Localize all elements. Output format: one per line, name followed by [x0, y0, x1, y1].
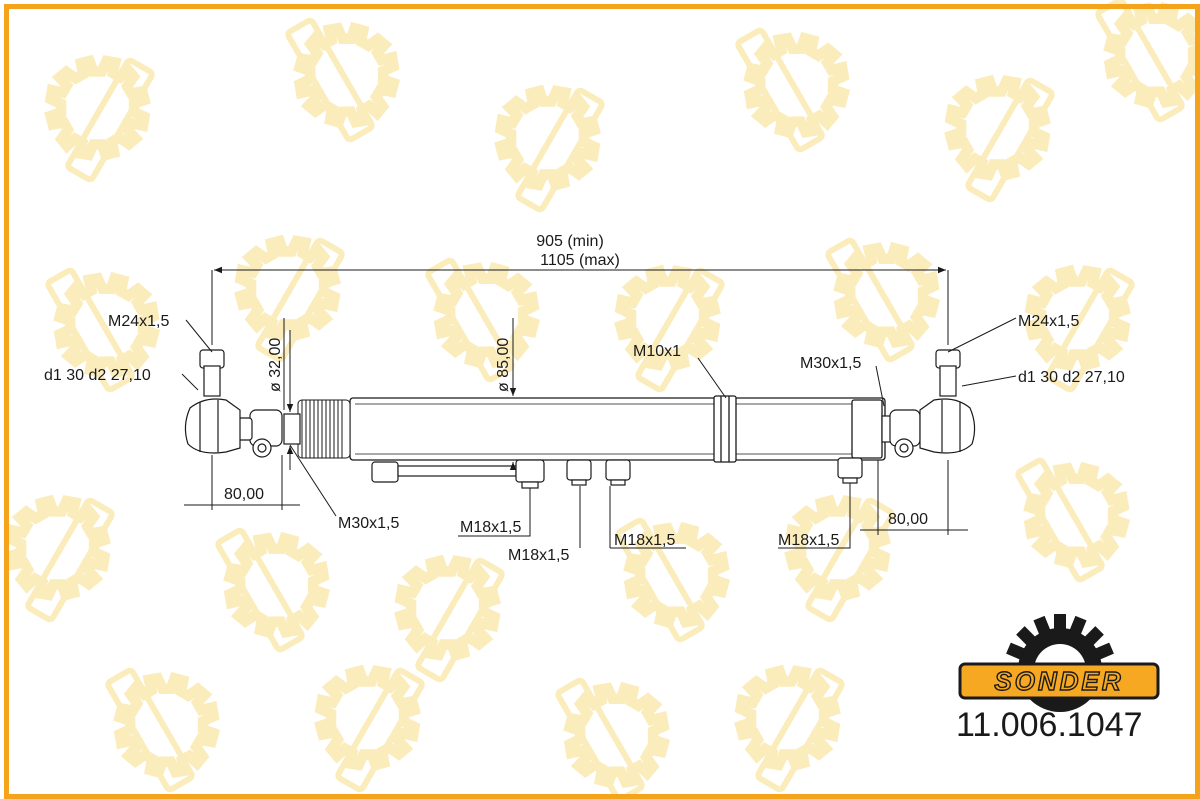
- port-2-label: M18x1,5: [508, 547, 569, 564]
- left-rod-clamp: [231, 409, 301, 458]
- cylinder-body: [349, 395, 886, 463]
- left-ball-joint: [184, 349, 241, 454]
- length-max-label: 1105 (max): [540, 252, 620, 269]
- offset-dimensions: [184, 455, 968, 535]
- thread-right-top-label: M24x1,5: [1018, 313, 1079, 330]
- thread-right-rod-label: M30x1,5: [800, 355, 861, 372]
- offset-left-label: 80,00: [224, 486, 264, 503]
- port-m10-label: M10x1: [633, 343, 681, 360]
- thread-left-rod-label: M30x1,5: [338, 515, 399, 532]
- leader-lines: [181, 317, 1017, 549]
- part-number: 11.006.1047: [956, 706, 1143, 744]
- port-1-label: M18x1,5: [460, 519, 521, 536]
- logo-text: SONDER: [994, 666, 1123, 696]
- hydraulic-ports: [371, 457, 863, 489]
- port-4-label: M18x1,5: [778, 532, 839, 549]
- ball-right-label: d1 30 d2 27,10: [1018, 369, 1125, 386]
- right-ball-joint: [919, 349, 976, 454]
- length-min-label: 905 (min): [536, 233, 604, 250]
- offset-right-label: 80,00: [888, 511, 928, 528]
- thread-left-top-label: M24x1,5: [108, 313, 169, 330]
- rod-diameter-label: ø 32,00: [267, 338, 284, 392]
- sonder-logo: SONDER: [958, 614, 1160, 712]
- body-diameter-label: ø 85,00: [495, 338, 512, 392]
- port-3-label: M18x1,5: [614, 532, 675, 549]
- ball-left-label: d1 30 d2 27,10: [44, 367, 151, 384]
- right-rod-clamp: [881, 409, 921, 458]
- diameter-dimensions: [283, 318, 517, 470]
- rod-bellows: [297, 399, 351, 459]
- overall-length-dimension: 905 (min) 1105 (max): [211, 233, 949, 345]
